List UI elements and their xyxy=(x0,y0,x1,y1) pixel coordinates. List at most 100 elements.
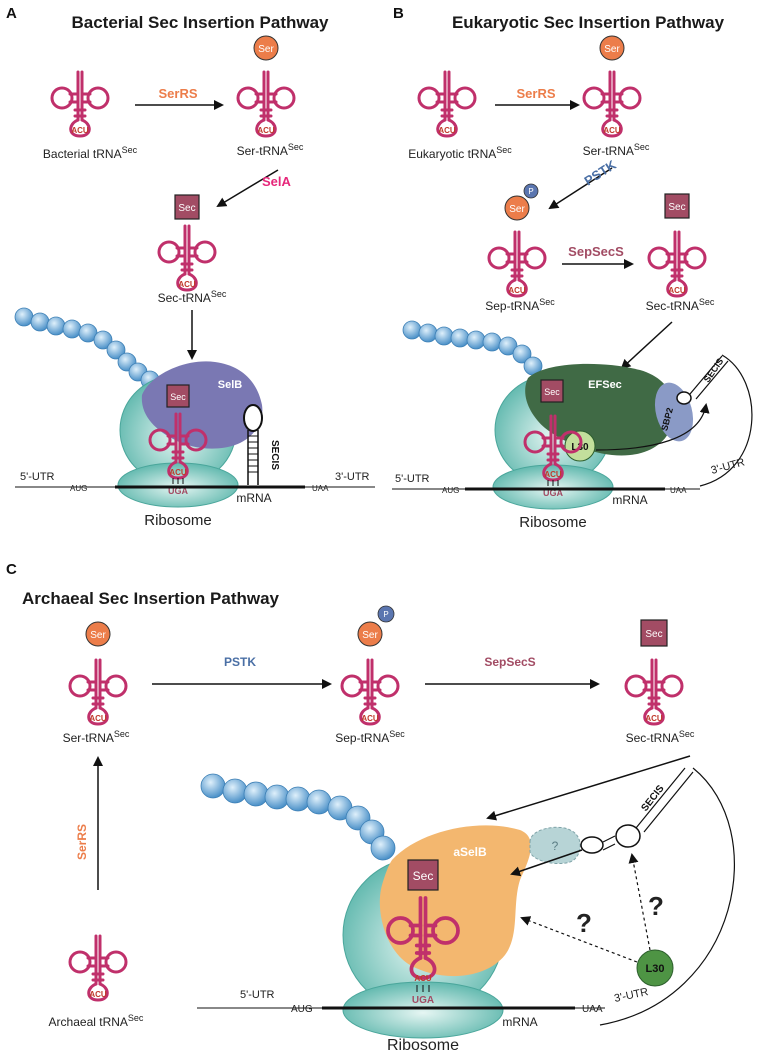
archaeal-trna-anticodon: ACU xyxy=(89,990,107,999)
c-l30-arrow-to-aselb xyxy=(520,916,638,963)
pstk-arrow xyxy=(548,167,613,210)
c-l30-arrow-to-secis xyxy=(628,853,651,951)
panel-c-letter: C xyxy=(6,561,17,578)
c-ser-residue-icon xyxy=(85,621,111,647)
b-ribosome-anticodon: ACU xyxy=(544,470,562,479)
eukaryotic-trna-label: Eukaryotic tRNASec xyxy=(408,145,512,161)
ser-trna-label: Ser-tRNASec xyxy=(237,142,304,158)
b-ribosome-label: Ribosome xyxy=(519,514,587,531)
c-sep-trna-anticodon: ACU xyxy=(361,714,379,723)
b-p-badge: P xyxy=(528,187,533,196)
c-3utr-loop xyxy=(599,767,735,1026)
utr5-label: 5'-UTR xyxy=(20,471,55,483)
c-uga-codon: UGA xyxy=(412,995,434,1006)
b-ser-residue-icon xyxy=(599,35,625,61)
panel-a-letter: A xyxy=(6,5,17,22)
c-utr5-label: 5'-UTR xyxy=(240,989,275,1001)
c-codon-pairing xyxy=(416,985,430,992)
bacterial-trna-anticodon: ACU xyxy=(71,126,89,135)
sec-badge: Sec xyxy=(178,203,195,214)
sec-residue-icon xyxy=(174,194,200,220)
b-utr3-label: 3'-UTR xyxy=(710,456,746,477)
archaeal-trna-label: Archaeal tRNASec xyxy=(49,1013,144,1029)
unknown-factor-label: ? xyxy=(552,839,559,853)
c-secis-connector xyxy=(602,835,616,851)
c-sec-badge: Sec xyxy=(645,629,662,640)
selb-label: SelB xyxy=(218,379,243,391)
c-secis-arrow xyxy=(510,849,583,877)
b-utr5-label: 5'-UTR xyxy=(395,473,430,485)
b-uga-codon: UGA xyxy=(543,488,564,498)
b-ribosome-sec-icon xyxy=(540,379,564,403)
c-uaa-label: UAA xyxy=(582,1004,603,1015)
ribosome-anticodon: ACU xyxy=(169,468,187,477)
b-sep-trna-anticodon: ACU xyxy=(508,286,526,295)
c-ser-badge: Ser xyxy=(90,630,106,641)
b-aug-label: AUG xyxy=(442,486,459,495)
c-ser-trna-label: Ser-tRNASec xyxy=(63,729,130,745)
codon-pairing xyxy=(172,478,184,484)
c-sep-residue-icon xyxy=(357,621,383,647)
bacterial-trna-label: Bacterial tRNASec xyxy=(43,145,138,161)
panel-a-title: Bacterial Sec Insertion Pathway xyxy=(72,13,330,32)
c-ribosome-sec-badge: Sec xyxy=(413,869,434,883)
b-secis-stem xyxy=(689,355,729,400)
panel-c: C Archaeal Sec Insertion Pathway Ser ACU… xyxy=(6,561,735,1054)
sec-trna-anticodon: ACU xyxy=(178,280,196,289)
panel-c-title: Archaeal Sec Insertion Pathway xyxy=(22,589,280,608)
c-peptide-chain xyxy=(200,773,396,861)
b-enzyme-serrs-label: SerRS xyxy=(516,86,555,101)
b-secis-label: SECIS xyxy=(702,356,726,384)
b-ser-trna-anticodon: ACU xyxy=(603,126,621,135)
b-uaa-label: UAA xyxy=(670,486,687,495)
c-secis-loop-large xyxy=(615,824,641,848)
ribosome-sec-badge: Sec xyxy=(170,392,186,402)
b-enzyme-pstk-label: PSTK xyxy=(581,157,619,189)
panel-b-letter: B xyxy=(393,5,404,22)
efsec-label: EFSec xyxy=(588,379,622,391)
b-secis-loop xyxy=(676,391,692,405)
ribosome-label: Ribosome xyxy=(144,512,212,529)
b-ribosome-sec-badge: Sec xyxy=(544,387,560,397)
secis-label: SECIS xyxy=(269,440,280,470)
b-sec-badge: Sec xyxy=(668,202,685,213)
panel-b: B Eukaryotic Sec Insertion Pathway ACU E… xyxy=(392,5,753,531)
c-sec-trna-anticodon: ACU xyxy=(645,714,663,723)
c-mrna-label: mRNA xyxy=(502,1015,537,1029)
c-p-badge: P xyxy=(383,610,388,619)
c-sep-ser-badge: Ser xyxy=(362,630,378,641)
enzyme-serrs-label: SerRS xyxy=(158,86,197,101)
b-3utr-loop xyxy=(699,354,753,487)
c-ribosome-label: Ribosome xyxy=(387,1037,459,1054)
selb-factor xyxy=(141,361,263,449)
b-sep-ser-badge: Ser xyxy=(509,204,525,215)
b-codon-pairing xyxy=(547,480,559,486)
b-sep-trna-label: Sep-tRNASec xyxy=(485,297,555,313)
b-ribosome-small-subunit xyxy=(492,464,614,510)
ser-trna-anticodon: ACU xyxy=(257,126,275,135)
c-enzyme-sepsecs-label: SepSecS xyxy=(484,655,535,669)
b-peptide-chain xyxy=(402,320,543,376)
b-sep-residue-icon xyxy=(504,195,530,221)
uaa-label: UAA xyxy=(312,484,329,493)
c-enzyme-pstk-label: PSTK xyxy=(224,655,256,669)
mrna-label: mRNA xyxy=(236,491,271,505)
c-sec-residue-icon xyxy=(640,619,668,647)
utr3-label: 3'-UTR xyxy=(335,471,370,483)
c-ribosome-anticodon: ACU xyxy=(414,974,432,983)
c-enzyme-serrs-label: SerRS xyxy=(75,824,89,860)
c-secis-stem xyxy=(635,767,694,833)
b-phosphate-icon xyxy=(523,183,539,199)
panel-a: A Bacterial Sec Insertion Pathway ACU Ba… xyxy=(6,5,375,529)
c-sep-trna-label: Sep-tRNASec xyxy=(335,729,405,745)
c-ser-trna-anticodon: ACU xyxy=(89,714,107,723)
ser-badge: Ser xyxy=(258,44,274,55)
b-ser-trna-label: Ser-tRNASec xyxy=(583,142,650,158)
sela-arrow xyxy=(216,169,279,208)
ribosome-sec-icon xyxy=(166,384,190,408)
b-sec-trna-label: Sec-tRNASec xyxy=(646,297,715,313)
peptide-chain xyxy=(14,307,160,390)
ribosome-small-subunit xyxy=(117,462,239,508)
secis-stem xyxy=(247,430,259,485)
